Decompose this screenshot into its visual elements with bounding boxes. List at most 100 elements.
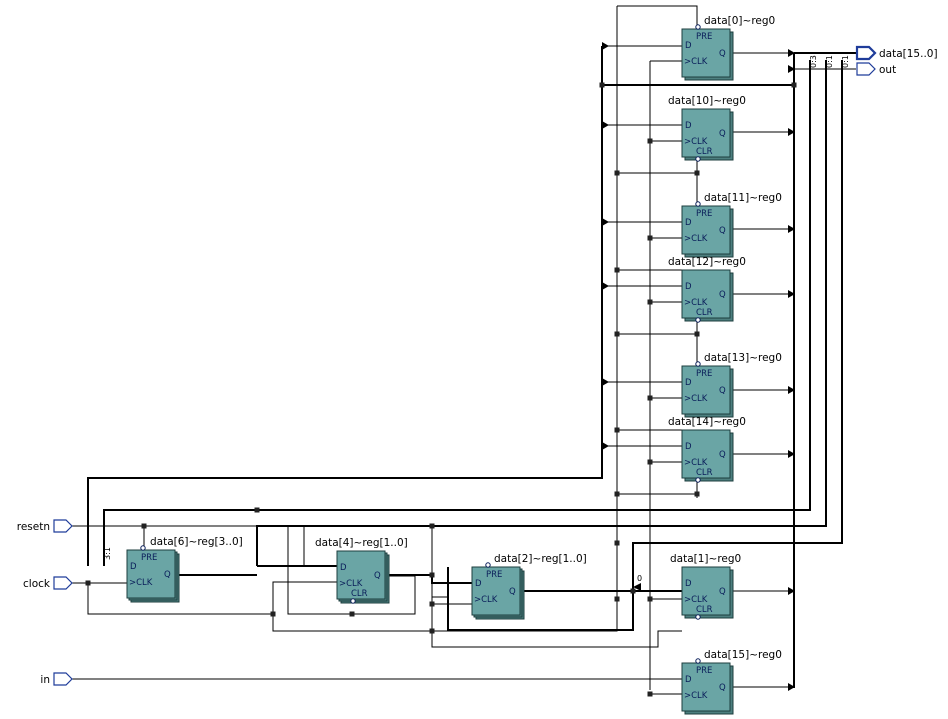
pin-clk-label: >CLK (474, 595, 498, 605)
junction-dot (614, 427, 620, 433)
pin-q-label: Q (719, 129, 726, 139)
pin-q-label: Q (374, 571, 381, 581)
pin-q-label: Q (719, 587, 726, 597)
bus-tap-label: 0:1 (841, 55, 850, 68)
register-label: data[13]~reg0 (704, 352, 782, 364)
output-port-out[interactable]: out (856, 62, 896, 76)
junction-dot (429, 628, 435, 634)
pin-clr-label: CLR (351, 589, 368, 599)
port-label: clock (23, 578, 51, 590)
pin-clk-label: >CLK (684, 57, 708, 67)
pin-clr-label: CLR (696, 605, 713, 615)
bus-tap-labels: 0:3 0:1 0:1 3:1 0 (103, 55, 850, 583)
input-port-resetn[interactable]: resetn (17, 519, 73, 533)
junction-dot (614, 267, 620, 273)
pin-clk-label: >CLK (129, 578, 153, 588)
input-port-in[interactable]: in (40, 672, 73, 686)
pin-d-label: D (685, 442, 692, 452)
register-label: data[10]~reg0 (668, 95, 746, 107)
pin-clk-label: >CLK (684, 394, 708, 404)
junction-dot (630, 588, 636, 594)
register-body (681, 28, 731, 78)
pin-d-label: D (685, 218, 692, 228)
register-label: data[14]~reg0 (668, 416, 746, 428)
pin-clk-label: >CLK (684, 595, 708, 605)
clr-bubble-icon (695, 317, 701, 323)
wires-layer (72, 5, 856, 695)
wire (602, 45, 682, 447)
bus-tap-label: 0 (637, 574, 642, 583)
wire (617, 160, 698, 498)
arrow-icon (788, 290, 795, 298)
ports-layer: resetn clock in data[15..0] out (17, 45, 938, 686)
clr-bubble-icon (350, 598, 356, 604)
input-port-clock[interactable]: clock (23, 576, 73, 590)
port-label: in (40, 674, 50, 686)
port-label: data[15..0] (879, 48, 938, 60)
arrow-icon (788, 49, 795, 57)
junction-dot (614, 491, 620, 497)
pre-bubble-icon (695, 658, 701, 664)
arrow-icon (602, 442, 609, 450)
pin-d-label: D (685, 579, 692, 589)
junction-dot (429, 572, 435, 578)
wire (730, 52, 794, 688)
junction-dot (791, 82, 797, 88)
junction-dot (599, 82, 605, 88)
pin-d-label: D (685, 675, 692, 685)
junction-dot (270, 611, 276, 617)
bus-wire (447, 60, 843, 631)
junction-dot (647, 596, 653, 602)
register-label: data[2]~reg[1..0] (494, 553, 587, 565)
pin-d-label: D (685, 121, 692, 131)
wire (303, 526, 337, 567)
register-label: data[15]~reg0 (704, 649, 782, 661)
pin-q-label: Q (719, 290, 726, 300)
junction-dot (614, 170, 620, 176)
arrow-icon (788, 587, 795, 595)
arrow-icon (788, 128, 795, 136)
junction-dot (647, 138, 653, 144)
bus-tap-label: 3:1 (103, 547, 112, 560)
register-body (681, 108, 731, 158)
arrow-icon (788, 450, 795, 458)
pin-pre-label: PRE (696, 32, 712, 42)
pin-d-label: D (685, 378, 692, 388)
pin-d-label: D (685, 282, 692, 292)
clr-bubble-icon (695, 156, 701, 162)
pin-pre-label: PRE (696, 666, 712, 676)
junction-dot (694, 170, 700, 176)
pin-pre-label: PRE (696, 209, 712, 219)
pin-clk-label: >CLK (684, 458, 708, 468)
registers-layer: data[0]~reg0D>CLKQPREdata[10]~reg0D>CLKQ… (126, 15, 782, 715)
register-body (681, 566, 731, 616)
pin-pre-label: PRE (141, 553, 157, 563)
pin-q-label: Q (164, 570, 171, 580)
junction-dot (647, 235, 653, 241)
junction-dot (614, 540, 620, 546)
wire (617, 5, 698, 26)
register-label: data[12]~reg0 (668, 256, 746, 268)
input-port-icon (53, 576, 73, 590)
arrow-icon (602, 378, 609, 386)
output-port-data[interactable]: data[15..0] (855, 45, 938, 61)
junction-dot (85, 580, 91, 586)
pin-d-label: D (685, 41, 692, 51)
junction-dot (694, 331, 700, 337)
bus-wire (103, 60, 811, 566)
junction-layer (85, 42, 797, 697)
pin-clk-label: >CLK (684, 691, 708, 701)
pin-q-label: Q (719, 226, 726, 236)
